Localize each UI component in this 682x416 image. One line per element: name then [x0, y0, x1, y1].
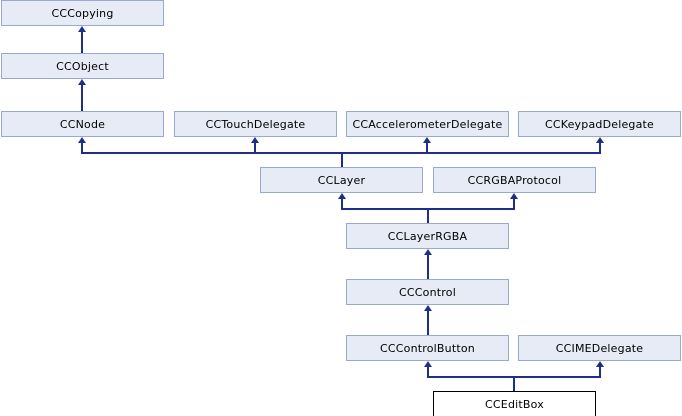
class-node-cccopying[interactable]: CCCopying [1, 0, 164, 26]
class-node-label: CCCopying [51, 6, 114, 20]
class-node-ccimedelegate[interactable]: CCIMEDelegate [518, 335, 681, 361]
arrowhead-cclayer [338, 193, 346, 199]
edge-stub-cckeypaddelegate [599, 143, 601, 153]
class-node-cceditbox[interactable]: CCEditBox [433, 391, 596, 416]
class-node-label: CCRGBAProtocol [467, 173, 562, 187]
class-node-label: CCTouchDelegate [205, 117, 306, 131]
class-node-ccrgbaprotocol[interactable]: CCRGBAProtocol [433, 167, 596, 193]
class-node-label: CCLayer [317, 173, 366, 187]
class-node-ccaccelerometerdelegate[interactable]: CCAccelerometerDelegate [346, 111, 509, 137]
edge-stub-ccnode [81, 143, 83, 153]
edge-ccnode-to-ccobject [81, 85, 83, 111]
edge-stub-cccontrolbutton [427, 367, 429, 377]
class-node-label: CCAccelerometerDelegate [352, 117, 503, 131]
edge-drop-to-cceditbox [513, 376, 515, 391]
arrowhead-cckeypaddelegate [596, 137, 604, 143]
arrowhead-cclayerrgba [424, 249, 432, 255]
arrowhead-ccimedelegate [596, 361, 604, 367]
class-node-label: CCObject [56, 59, 109, 73]
class-node-label: CCControlButton [380, 341, 475, 355]
class-node-cccontrol[interactable]: CCControl [346, 279, 509, 305]
edge-drop-to-cclayerrgba [427, 208, 429, 223]
class-node-label: CCKeypadDelegate [544, 117, 655, 131]
arrowhead-ccnode [78, 137, 86, 143]
arrowhead-cccopying [78, 26, 86, 32]
class-node-cctouchdelegate[interactable]: CCTouchDelegate [174, 111, 337, 137]
edge-cccontrolbutton-to-cccontrol [427, 311, 429, 335]
class-node-cckeypaddelegate[interactable]: CCKeypadDelegate [518, 111, 681, 137]
edge-ccobject-to-cccopying [81, 32, 83, 53]
class-node-cclayerrgba[interactable]: CCLayerRGBA [346, 223, 509, 249]
class-node-label: CCControl [399, 285, 456, 299]
arrowhead-cccontrolbutton [424, 361, 432, 367]
arrowhead-ccobject [78, 79, 86, 85]
class-node-label: CCNode [59, 117, 106, 131]
class-node-cccontrolbutton[interactable]: CCControlButton [346, 335, 509, 361]
edge-stub-cclayer [341, 199, 343, 209]
arrowhead-ccaccelerometerdelegate [423, 137, 431, 143]
class-node-ccnode[interactable]: CCNode [1, 111, 164, 137]
class-node-label: CCLayerRGBA [387, 229, 468, 243]
class-node-label: CCIMEDelegate [555, 341, 644, 355]
edge-stub-ccimedelegate [599, 367, 601, 377]
class-node-label: CCEditBox [485, 397, 544, 411]
edge-drop-to-cclayer [341, 152, 343, 167]
arrowhead-cctouchdelegate [251, 137, 259, 143]
edge-stub-cctouchdelegate [254, 143, 256, 153]
edge-stub-ccrgbaprotocol [513, 199, 515, 209]
class-node-cclayer[interactable]: CCLayer [260, 167, 423, 193]
arrowhead-cccontrol [424, 305, 432, 311]
class-node-ccobject[interactable]: CCObject [1, 53, 164, 79]
edge-stub-ccaccelerometerdelegate [426, 143, 428, 153]
edge-cccontrol-to-cclayerrgba [427, 255, 429, 279]
arrowhead-ccrgbaprotocol [510, 193, 518, 199]
